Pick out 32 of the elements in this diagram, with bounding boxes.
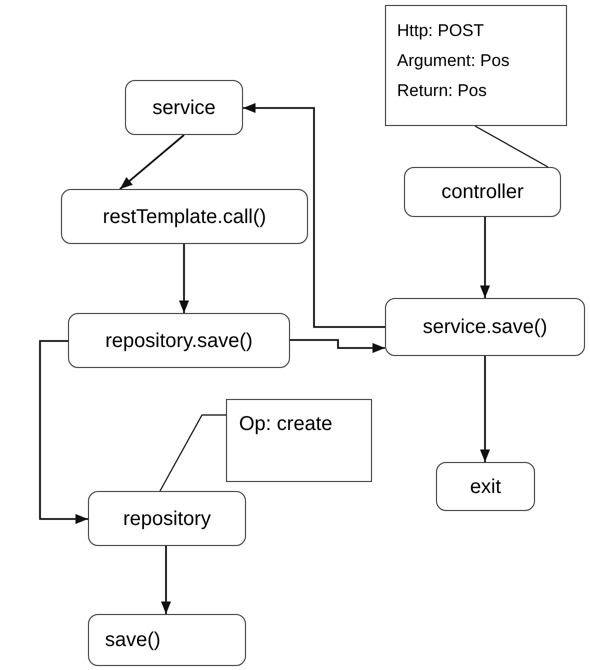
node-label: service [152, 96, 216, 120]
note-text: Op: create [239, 412, 332, 436]
process-box [68, 313, 290, 368]
leader-line [159, 414, 226, 492]
node-label: restTemplate.call() [102, 204, 266, 228]
node-label: repository.save() [105, 328, 253, 352]
arrow [160, 546, 172, 614]
node-label: save() [105, 628, 161, 652]
note-text: Http: POST [397, 20, 484, 42]
process-box [436, 462, 535, 511]
arrow [39, 340, 88, 524]
arrow [119, 134, 185, 190]
note-box [226, 399, 372, 482]
process-box [88, 614, 246, 666]
note-text: Argument: Pos [397, 50, 510, 72]
process-box [88, 491, 246, 546]
note-text: Return: Pos [397, 80, 487, 102]
process-box [125, 80, 243, 135]
note-box [385, 5, 567, 126]
leader-line [474, 125, 548, 168]
arrow [178, 244, 190, 313]
node-label: repository [123, 506, 211, 530]
arrow [480, 356, 490, 462]
node-label: service.save() [422, 315, 548, 339]
arrow [290, 339, 385, 354]
arrow [243, 102, 385, 328]
process-box [385, 298, 585, 356]
process-box [404, 167, 561, 217]
arrow [480, 217, 490, 298]
node-label: exit [470, 474, 502, 498]
process-box [61, 189, 308, 244]
node-label: controller [441, 180, 524, 204]
